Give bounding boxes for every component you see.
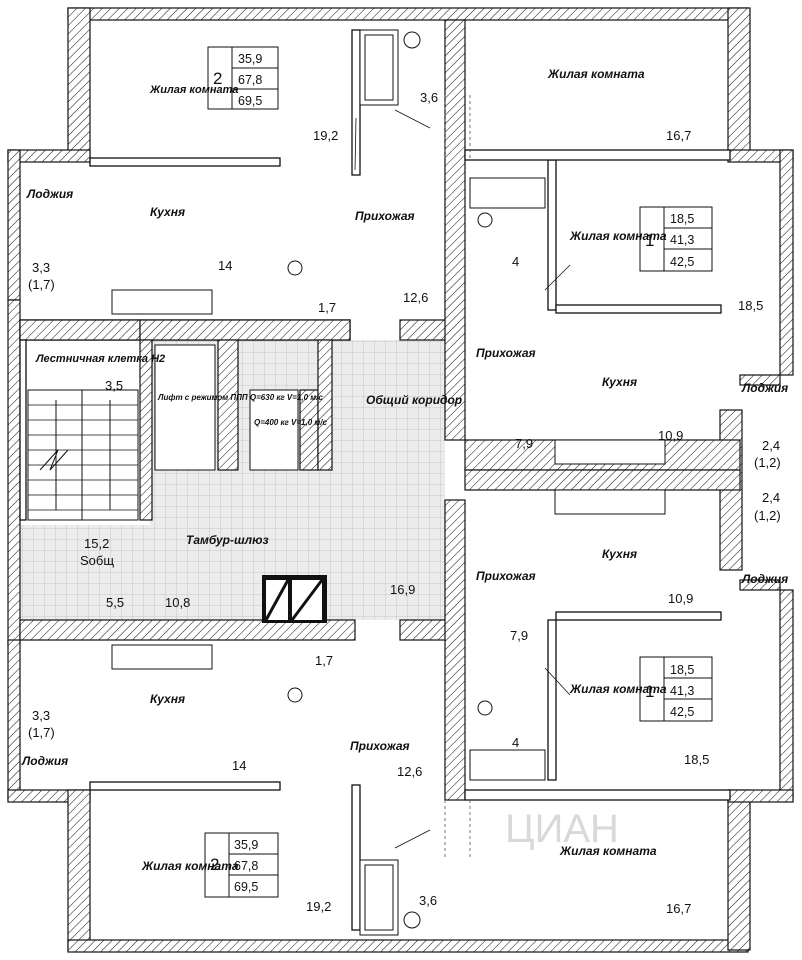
area-table-right-lower xyxy=(639,656,713,722)
label-bottom-left-hall: Прихожая xyxy=(350,739,410,753)
area-top-left-3: 69,5 xyxy=(238,94,262,108)
label-bottom-left-loggia: Лоджия xyxy=(21,754,68,768)
label-right-upper-living: Жилая комната xyxy=(569,229,667,243)
area-bottom-left-loggia: 3,3 xyxy=(32,708,50,723)
label-top-left-loggia: Лоджия xyxy=(26,187,73,201)
area-top-left-2: 67,8 xyxy=(238,73,262,87)
label-top-right-living: Жилая комната xyxy=(547,67,645,81)
outer-walls xyxy=(7,7,794,953)
area-bottom-bath: 3,6 xyxy=(419,893,437,908)
rooms-count-top-left: 2 xyxy=(213,69,222,88)
label-top-left-living: Жилая комната xyxy=(149,84,239,96)
area-top-left-1: 35,9 xyxy=(238,52,262,66)
area-top-right-living: 16,7 xyxy=(666,128,691,143)
area-table-bottom-left xyxy=(204,832,279,898)
interior-walls xyxy=(19,19,741,931)
area-bottom-left-hall: 12,6 xyxy=(397,764,422,779)
area-vestibule: 10,8 xyxy=(165,595,190,610)
area-right-lower-loggia: 2,4 xyxy=(762,490,780,505)
label-right-lower-living: Жилая комната xyxy=(569,682,667,696)
area-bottom-left-1: 35,9 xyxy=(234,838,258,852)
area-right-upper-bath: 4 xyxy=(512,254,519,269)
area-right-upper-kitchen: 10,9 xyxy=(658,428,683,443)
label-right-upper-kitchen: Кухня xyxy=(602,375,637,389)
area-bottom-left-wc: 1,7 xyxy=(315,653,333,668)
area-right-lower-kitchen: 10,9 xyxy=(668,591,693,606)
area-right-lower-living: 18,5 xyxy=(684,752,709,767)
area-stair: 3,5 xyxy=(105,378,123,393)
area-right-lower-loggia-sub: (1,2) xyxy=(754,508,781,523)
label-top-left-kitchen: Кухня xyxy=(150,205,185,219)
area-safe-zone-2: 5,5 xyxy=(106,595,124,610)
fixtures xyxy=(111,29,666,936)
area-top-left-loggia-sub: (1,7) xyxy=(28,277,55,292)
area-top-left-wc: 1,7 xyxy=(318,300,336,315)
area-bottom-left-kitchen: 14 xyxy=(232,758,246,773)
area-right-lower-2: 41,3 xyxy=(670,684,694,698)
area-right-upper-2: 41,3 xyxy=(670,233,694,247)
watermark: ЦИАН xyxy=(505,807,619,851)
label-right-upper-loggia: Лоджия xyxy=(741,381,788,395)
label-bottom-left-living: Жилая комната xyxy=(141,859,239,873)
area-right-upper-loggia-sub: (1,2) xyxy=(754,455,781,470)
area-top-left-hall: 12,6 xyxy=(403,290,428,305)
area-right-upper-living: 18,5 xyxy=(738,298,763,313)
label-lift-big: Лифт с режимом ППП Q=630 кг V=1,0 м/с xyxy=(157,393,323,402)
door-swings xyxy=(354,95,571,860)
area-right-lower-bath: 4 xyxy=(512,735,519,750)
lobby-tiles xyxy=(20,340,445,620)
area-right-lower-3: 42,5 xyxy=(670,705,694,719)
area-right-upper-3: 42,5 xyxy=(670,255,694,269)
lift-shafts xyxy=(154,344,327,623)
label-stair: Лестничная клетка Н2 xyxy=(35,353,165,365)
area-table-top-left xyxy=(207,46,279,110)
area-right-upper-1: 18,5 xyxy=(670,212,694,226)
area-right-upper-hall: 7,9 xyxy=(515,436,533,451)
label-right-lower-kitchen: Кухня xyxy=(602,547,637,561)
area-bottom-right-living: 16,7 xyxy=(666,901,691,916)
label-vestibule: Тамбур-шлюз xyxy=(186,533,269,547)
label-lift-small: Q=400 кг V=1,0 м/с xyxy=(254,418,328,427)
label-corridor: Общий коридор xyxy=(366,393,462,407)
area-right-lower-hall: 7,9 xyxy=(510,628,528,643)
area-right-upper-loggia: 2,4 xyxy=(762,438,780,453)
label-top-left-hall: Прихожая xyxy=(355,209,415,223)
area-right-lower-1: 18,5 xyxy=(670,663,694,677)
rooms-count-bottom-left: 2 xyxy=(210,855,219,874)
area-top-left-kitchen: 14 xyxy=(218,258,232,273)
area-table-right-upper xyxy=(639,206,713,272)
area-bottom-left-living: 19,2 xyxy=(306,899,331,914)
area-corridor: 16,9 xyxy=(390,582,415,597)
label-bottom-left-kitchen: Кухня xyxy=(150,692,185,706)
area-bottom-left-loggia-sub: (1,7) xyxy=(28,725,55,740)
area-top-left-living: 19,2 xyxy=(313,128,338,143)
area-bottom-left-3: 69,5 xyxy=(234,880,258,894)
area-top-bath: 3,6 xyxy=(420,90,438,105)
label-right-upper-hall: Прихожая xyxy=(476,346,536,360)
area-bottom-left-2: 67,8 xyxy=(234,859,258,873)
label-right-lower-hall: Прихожая xyxy=(476,569,536,583)
stair xyxy=(27,389,139,521)
label-safe-zone: Sобщ xyxy=(80,553,114,568)
area-top-left-loggia: 3,3 xyxy=(32,260,50,275)
rooms-count-right-lower: 1 xyxy=(645,682,654,701)
rooms-count-right-upper: 1 xyxy=(645,231,654,250)
label-right-lower-loggia: Лоджия xyxy=(741,572,788,586)
label-bottom-right-living: Жилая комната xyxy=(559,844,657,858)
area-safe-zone: 15,2 xyxy=(84,536,109,551)
